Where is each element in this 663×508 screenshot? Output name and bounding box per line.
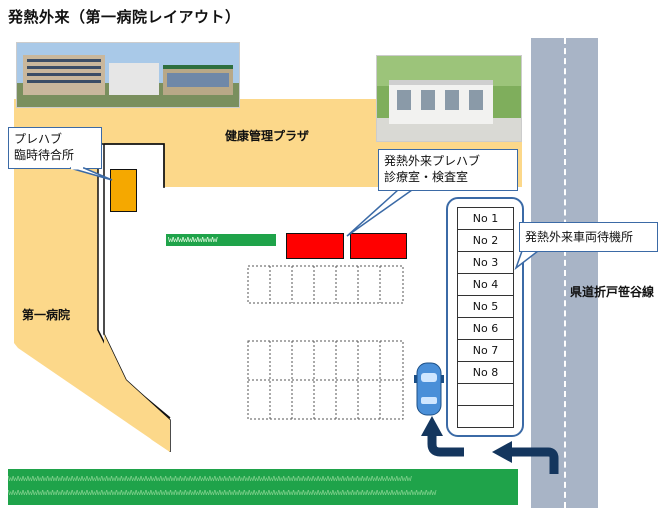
hedge-bottom-row1: wwwwwwwwwwwwwwwwwwwwwwwwwwwwwwwwwwwwwwww… — [8, 474, 412, 484]
hospital-photo — [16, 42, 240, 108]
hedge-bottom-row2: wwwwwwwwwwwwwwwwwwwwwwwwwwwwwwwwwwwwwwww… — [8, 488, 436, 498]
prefectural-road — [531, 38, 598, 508]
slot-item — [458, 384, 513, 406]
callout-vehicle-waiting: 発熱外来車両待機所 — [519, 222, 658, 252]
car-icon — [414, 362, 444, 416]
hospital-label: 第一病院 — [22, 308, 71, 322]
map-title: 発熱外来（第一病院レイアウト） — [8, 8, 241, 26]
prefab-waiting-room — [110, 169, 137, 212]
vehicle-waiting-area — [446, 197, 524, 437]
callout-prefab-exam: 発熱外来プレハブ 診療室・検査室 — [378, 149, 518, 191]
callout-prefab-waiting: プレハブ 臨時待合所 — [8, 127, 102, 169]
prefab-photo — [376, 55, 522, 142]
slot-item: No 8 — [458, 362, 513, 384]
slot-item: No 4 — [458, 274, 513, 296]
road-label: 県道折戸笹谷線 — [570, 285, 655, 299]
hedge-small: wwwwwwwwww — [166, 234, 276, 246]
slot-item: No 7 — [458, 340, 513, 362]
slot-item: No 3 — [458, 252, 513, 274]
road-center-line — [564, 38, 566, 508]
slot-item: No 6 — [458, 318, 513, 340]
prefab-exam-room-2 — [350, 233, 407, 259]
slot-item: No 2 — [458, 230, 513, 252]
prefab-exam-room-1 — [286, 233, 344, 259]
hedge-bottom: wwwwwwwwwwwwwwwwwwwwwwwwwwwwwwwwwwwwwwww… — [8, 469, 518, 505]
callout-line-1: 発熱外来プレハブ — [384, 154, 481, 168]
slot-item: No 5 — [458, 296, 513, 318]
slot-item: No 1 — [458, 208, 513, 230]
callout-line-2: 臨時待合所 — [14, 148, 75, 162]
callout-line-2: 診療室・検査室 — [384, 170, 469, 184]
slot-list: No 1 No 2 No 3 No 4 No 5 No 6 No 7 No 8 — [457, 207, 514, 428]
plaza-label: 健康管理プラザ — [225, 129, 310, 143]
hedge-small-text: wwwwwwwwww — [168, 235, 218, 245]
callout-line-1: プレハブ — [14, 132, 63, 146]
callout-text: 発熱外来車両待機所 — [525, 230, 634, 244]
